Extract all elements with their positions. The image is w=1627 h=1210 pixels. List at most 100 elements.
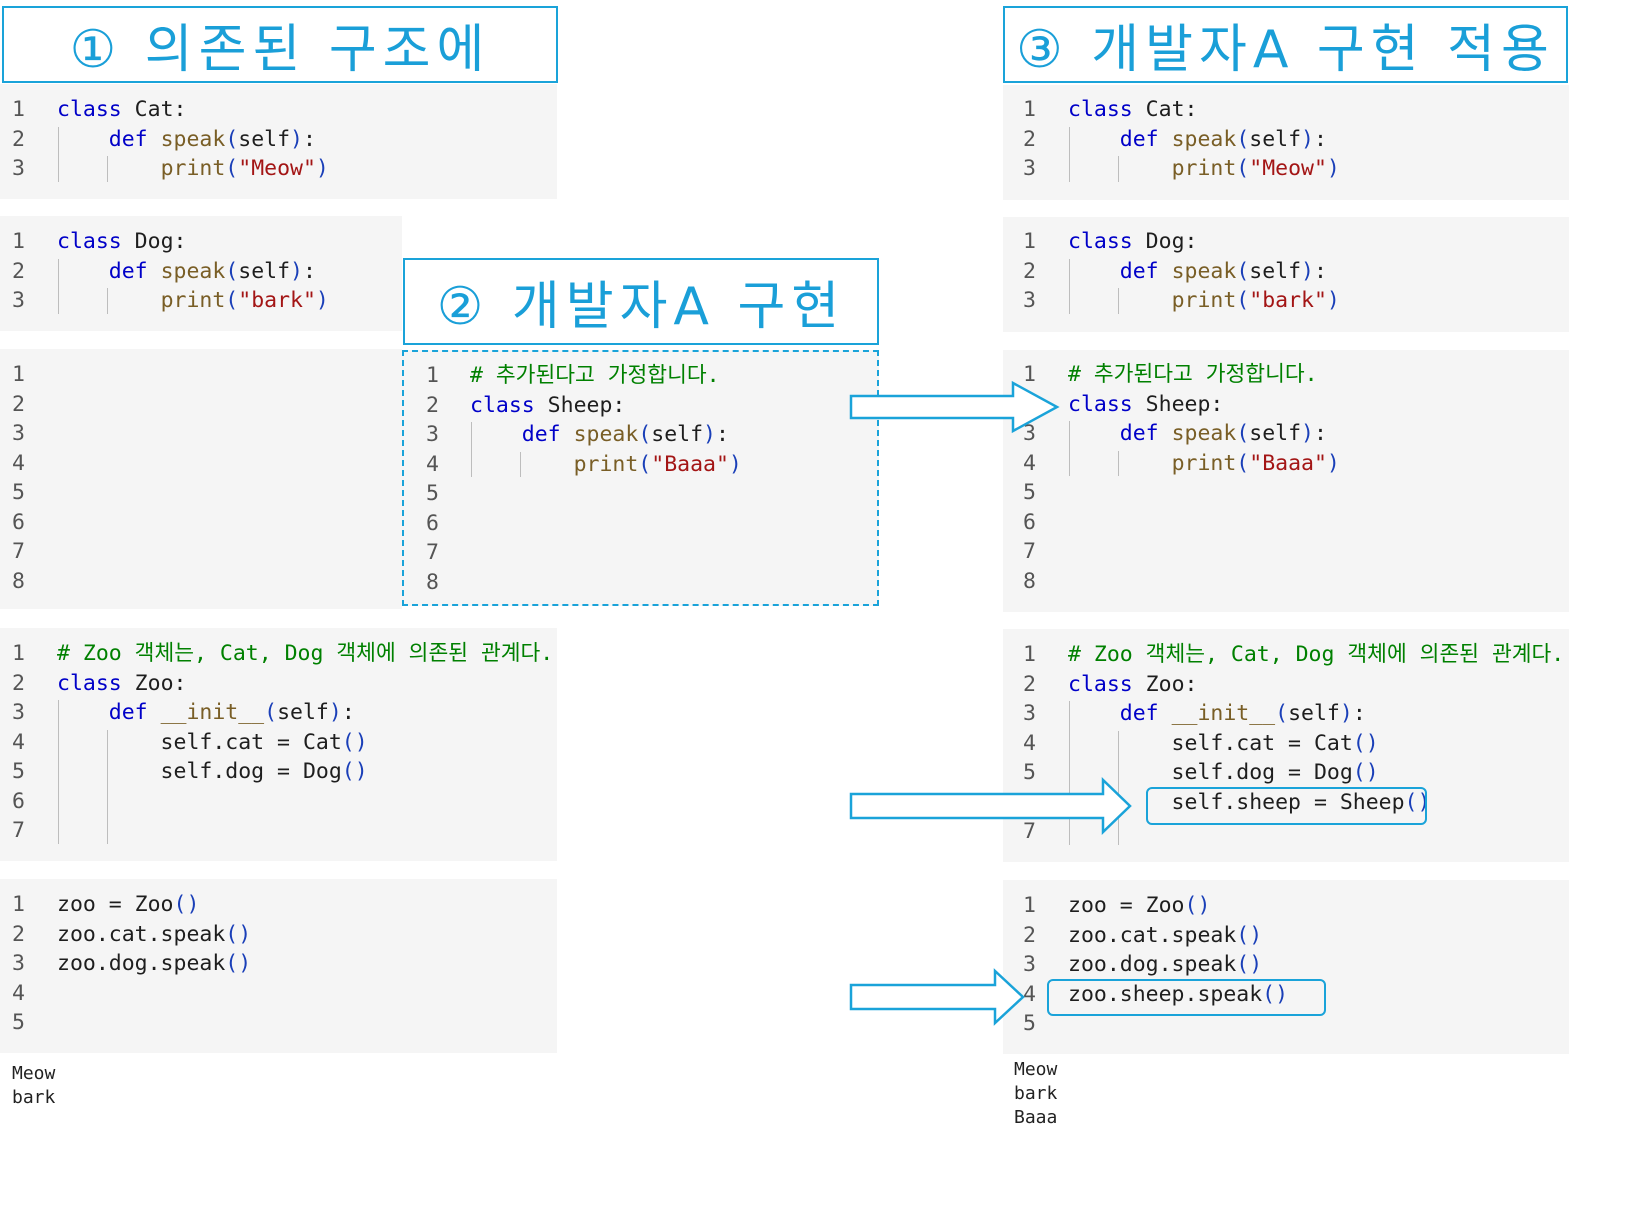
code-token: def — [1119, 126, 1159, 152]
code-token: ) — [1326, 156, 1340, 181]
code-line: 6 — [404, 509, 877, 539]
code-token: ( — [1236, 288, 1250, 313]
code-token: self — [277, 700, 329, 725]
indent-guide — [1118, 730, 1120, 845]
line-number: 2 — [1023, 126, 1036, 152]
code-text: class Cat: — [1068, 95, 1197, 125]
code-token: zoo.sheep.speak — [1068, 981, 1263, 1007]
code-line: 3 — [0, 419, 402, 449]
line-number: 3 — [426, 422, 439, 447]
line-number: 3 — [12, 951, 25, 976]
code-text: def __init__(self): — [1068, 699, 1366, 729]
code-token: Dog: — [1132, 229, 1198, 254]
code-token: class — [1068, 229, 1133, 254]
line-number: 7 — [12, 818, 25, 843]
code-line: 1# Zoo 객체는, Cat, Dog 객체에 의존된 관계다. — [0, 639, 557, 669]
code-token: "Baaa" — [1249, 450, 1327, 476]
code-token: self — [238, 126, 291, 152]
code-token: () — [173, 892, 200, 917]
code-line: 7 — [0, 537, 402, 567]
code-text: zoo.cat.speak() — [1068, 921, 1262, 951]
code-token: class — [1068, 391, 1133, 417]
code-token: () — [1352, 760, 1379, 785]
code-token: class — [1068, 97, 1133, 122]
code-token: ( — [638, 422, 652, 447]
code-text: self.dog = Dog() — [57, 757, 368, 787]
arrow-right-icon — [849, 380, 1060, 434]
line-number: 7 — [1023, 819, 1036, 844]
code-token: ( — [638, 451, 652, 477]
code-text: zoo = Zoo() — [1068, 891, 1210, 921]
line-number: 1 — [426, 363, 439, 388]
code-text: class Sheep: — [470, 391, 625, 421]
code-text: def speak(self): — [1068, 257, 1327, 287]
code-token: () — [1352, 730, 1379, 756]
code-token: __init__ — [1171, 701, 1276, 726]
code-text: self.cat = Cat() — [57, 728, 368, 758]
highlight-zoo-sheep-speak — [1047, 979, 1326, 1016]
line-number: 3 — [1023, 421, 1036, 446]
indent-guide — [107, 729, 109, 844]
code-line: 3 print("bark") — [0, 286, 402, 316]
line-number: 5 — [12, 480, 25, 505]
line-number: 1 — [1023, 97, 1036, 122]
indent-guide — [1118, 156, 1120, 182]
code-line: 2 — [0, 390, 402, 420]
indent-guide — [1118, 288, 1120, 314]
indent-guide — [471, 422, 472, 477]
line-number: 3 — [1023, 156, 1036, 181]
code-text: zoo = Zoo() — [57, 890, 199, 920]
code-token: () — [341, 759, 368, 784]
code-token: Cat: — [121, 97, 187, 122]
code-token: ( — [1236, 126, 1250, 152]
code-token: ( — [225, 156, 239, 181]
code-line: 7 — [1003, 817, 1569, 847]
line-number: 3 — [1023, 701, 1036, 726]
code-token: ) — [1326, 288, 1340, 313]
highlight-self-sheep — [1146, 787, 1427, 825]
code-text: zoo.dog.speak() — [57, 949, 251, 979]
code-text: # Zoo 객체는, Cat, Dog 객체에 의존된 관계다. — [57, 639, 553, 669]
code-line: 3 print("Meow") — [0, 154, 557, 184]
code-text: class Zoo: — [57, 669, 186, 699]
code-token: Cat: — [1132, 97, 1198, 122]
code-line: 4 print("Baaa") — [404, 450, 877, 480]
line-number: 7 — [12, 539, 25, 564]
code-token: ( — [225, 126, 239, 152]
code-token: Sheep: — [534, 392, 626, 418]
indent-guide — [58, 258, 59, 314]
code-token: () — [225, 951, 252, 976]
line-number: 1 — [12, 97, 25, 122]
code-token: speak — [1171, 421, 1237, 446]
line-number: 1 — [1023, 893, 1036, 918]
code-token: zoo.dog.speak — [1068, 952, 1237, 977]
code-token: self.dog = Dog — [57, 759, 342, 784]
code-text: class Dog: — [1068, 227, 1197, 257]
line-number: 2 — [12, 921, 25, 947]
code-line: 2 def speak(self): — [1003, 125, 1569, 155]
line-number: 4 — [1023, 981, 1036, 1007]
line-number: 4 — [1023, 730, 1036, 756]
code-line: 5 — [0, 1008, 557, 1038]
code-token: # 추가된다고 가정합니다. — [470, 363, 720, 388]
code-token: class — [57, 229, 122, 254]
code-text: class Sheep: — [1068, 390, 1223, 420]
code-token: print — [160, 288, 226, 313]
code-line: 3 zoo.dog.speak() — [0, 949, 557, 979]
code-text: print("bark") — [1068, 286, 1340, 316]
arrow-right-icon — [849, 968, 1025, 1026]
line-number: 3 — [1023, 288, 1036, 313]
indent-guide — [1069, 126, 1070, 182]
line-number: 4 — [12, 729, 25, 755]
code-text: self.cat = Cat() — [1068, 729, 1379, 759]
